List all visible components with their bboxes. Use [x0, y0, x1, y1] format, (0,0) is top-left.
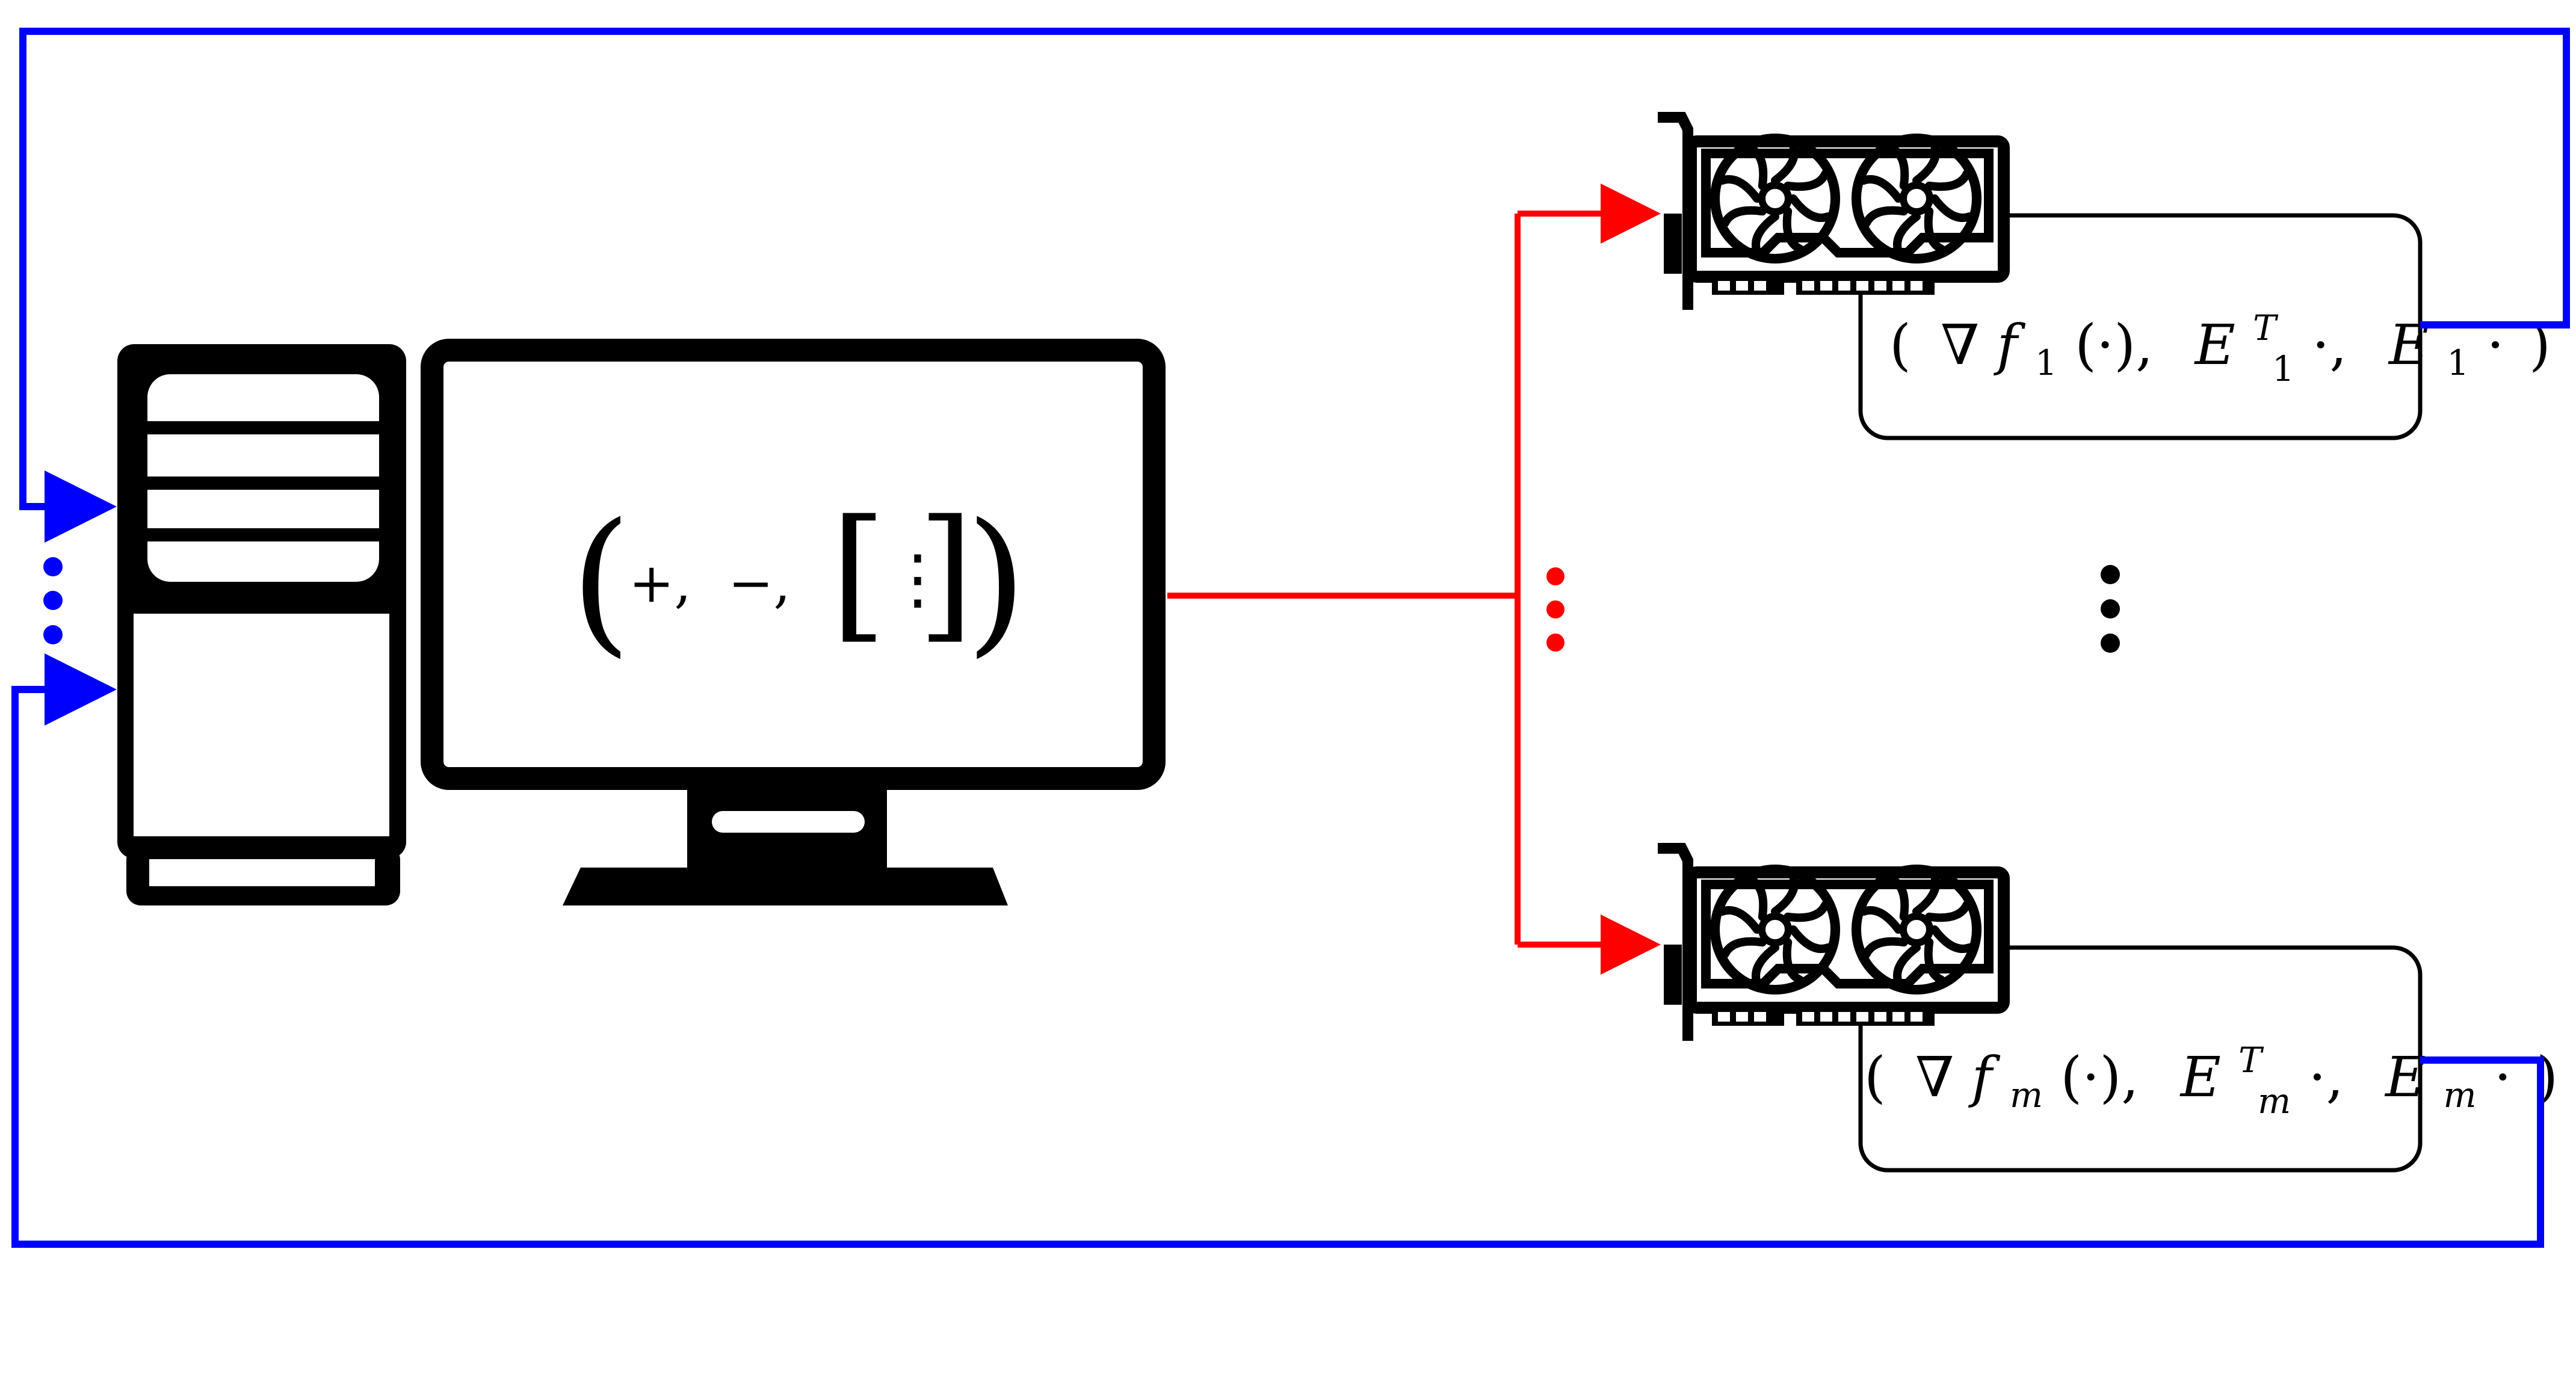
gpu-card-icon — [1658, 848, 2004, 1041]
operations-label: ( +, −, [ ⋮ ] ) — [570, 489, 1027, 672]
desktop-tower-icon — [117, 344, 406, 905]
monitor-icon — [421, 339, 1166, 905]
red-ellipsis — [1546, 567, 1564, 652]
blue-ellipsis — [43, 557, 63, 644]
worker-ellipsis — [2101, 565, 2120, 653]
vertical-dots: ⋮ — [885, 540, 951, 617]
feedback-arrow-worker-1 — [19, 28, 2570, 543]
gpu-card-icon — [1658, 117, 2004, 310]
worker-m-label: ( ∇ f m (·), E T m ·, E m · ) — [1864, 1021, 2558, 1126]
close-bracket: ] — [918, 489, 974, 657]
feedback-arrow-worker-m — [11, 653, 2544, 1248]
close-paren: ) — [966, 490, 1027, 672]
broadcast-connector — [1167, 184, 1661, 975]
plus-op: +, — [629, 552, 691, 615]
open-bracket: [ — [830, 489, 887, 657]
open-paren: ( — [570, 490, 631, 672]
worker-m: ( ∇ f m (·), E T m ·, E m · ) — [1658, 848, 2558, 1173]
minus-op: −, — [728, 552, 791, 615]
worker-1: ( ∇ f 1 (·), E T 1 ·, E 1 · ) — [1658, 117, 2551, 440]
feedback-connector — [11, 28, 2570, 1248]
